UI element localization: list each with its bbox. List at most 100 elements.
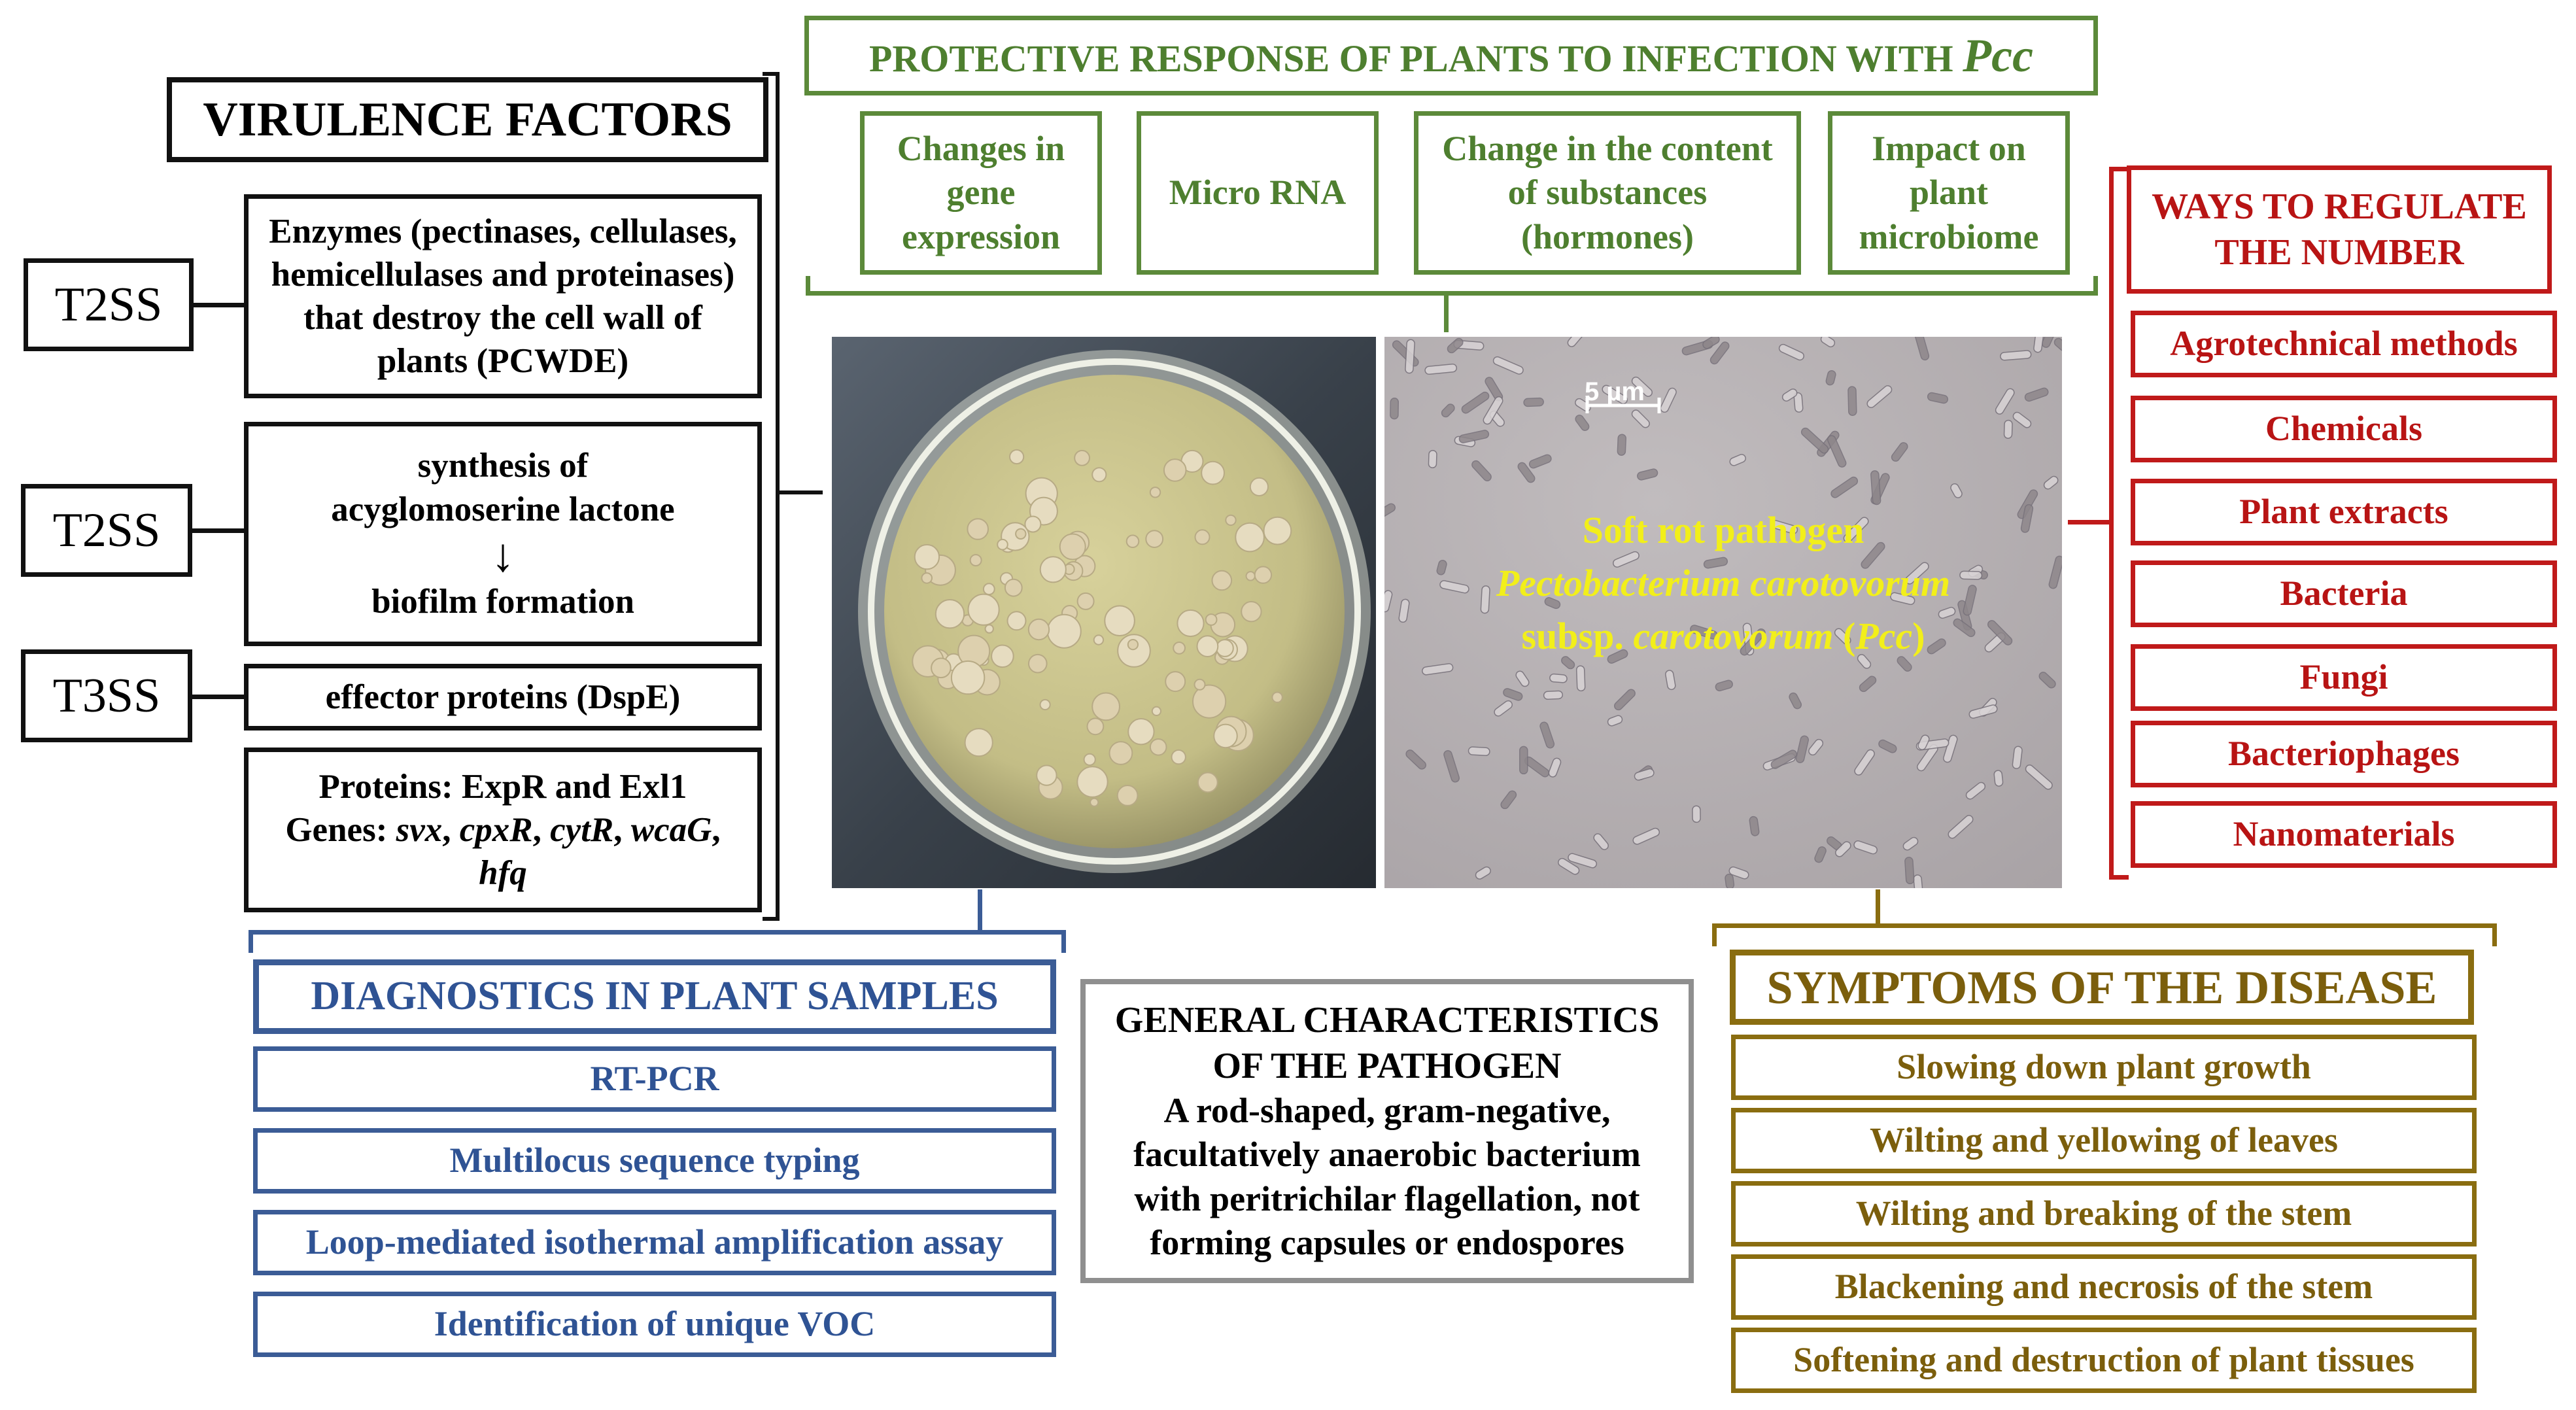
bacterium-rod: [2012, 411, 2032, 428]
connector-t2ss-1: [194, 303, 244, 307]
bacterium-rod: [1847, 386, 1857, 416]
bacterium-rod: [1443, 750, 1460, 783]
virulence-title: VIRULENCE FACTORS: [167, 77, 768, 162]
bacterium-rod: [1827, 435, 1847, 468]
symptoms-item-necrosis: Blackening and necrosis of the stem: [1731, 1254, 2477, 1320]
bacterium-rod: [1637, 468, 1658, 481]
colony: [1213, 723, 1238, 749]
colony: [1254, 566, 1273, 584]
colony: [1241, 601, 1262, 623]
bacterium-rod: [2012, 746, 2023, 769]
colony: [1149, 738, 1167, 756]
bacterium-rod: [1692, 805, 1701, 823]
bacterium-rod: [1890, 592, 1915, 606]
bacterium-rod: [1617, 434, 1626, 456]
bacterium-rod: [1835, 841, 1851, 857]
bacterium-rod: [1549, 673, 1568, 683]
colony: [1039, 556, 1067, 583]
ways-item-plant-extracts: Plant extracts: [2131, 479, 2557, 545]
colony: [1201, 460, 1225, 485]
enzymes-box: Enzymes (pectinases, cellulases, hemicel…: [244, 194, 762, 398]
colony: [1249, 477, 1269, 496]
colony: [1216, 639, 1234, 657]
colony: [1197, 772, 1218, 793]
diagnostics-bracket: [249, 930, 1066, 935]
colony: [1163, 458, 1187, 482]
bacterium-rod: [1607, 715, 1623, 727]
bacterium-rod: [1891, 442, 1908, 462]
virulence-bracket-bottom: [763, 917, 780, 921]
protective-item-micro-rna: Micro RNA: [1137, 111, 1379, 275]
colony: [1225, 514, 1237, 526]
bacterium-rod: [1384, 503, 1396, 519]
colony: [1108, 741, 1133, 765]
colony: [1004, 578, 1023, 597]
bacterium-rod: [1384, 590, 1393, 613]
colony: [969, 554, 982, 567]
bacterium-rod: [1428, 449, 1437, 469]
colony: [1039, 698, 1051, 711]
bacterium-rod: [1422, 663, 1454, 676]
colony: [1127, 718, 1155, 746]
connector-t3ss: [192, 695, 244, 699]
bacterium-rod: [1634, 768, 1655, 781]
bacterium-rod: [1544, 597, 1561, 610]
bacterium-rod: [1568, 853, 1598, 868]
bacterium-rod: [1709, 341, 1730, 365]
bacterium-rod: [2033, 337, 2044, 353]
symptoms-bracket-right: [2492, 923, 2497, 946]
bacterium-rod: [2020, 504, 2034, 533]
bacterium-rod: [1927, 392, 1949, 404]
colony: [1091, 692, 1121, 721]
bacterium-rod: [1405, 339, 1415, 374]
bacterium-rod: [1575, 665, 1586, 692]
colony: [1235, 522, 1265, 553]
bacterium-rod: [1770, 749, 1797, 769]
bacterium-rod: [1543, 690, 1564, 700]
bacterium-rod: [1398, 598, 1410, 623]
bacterium-rod: [1575, 415, 1590, 431]
bacterium-rod: [1390, 398, 1400, 420]
bacterium-rod: [1917, 734, 1930, 750]
colony: [1090, 797, 1099, 807]
bacterium-rod: [1439, 580, 1469, 594]
symptoms-bracket: [1712, 923, 2497, 928]
bacterium-rod: [1859, 676, 1877, 693]
colony: [1091, 467, 1107, 483]
colony: [1165, 671, 1186, 693]
connector-t2ss-2: [192, 528, 244, 533]
symptoms-title: SYMPTOMS OF THE DISEASE: [1730, 950, 2474, 1025]
colony: [1149, 487, 1161, 498]
bacterium-rod: [1808, 738, 1824, 756]
bacterium-rod: [1475, 866, 1491, 880]
symptoms-item-softening: Softening and destruction of plant tissu…: [1731, 1328, 2477, 1393]
bacterium-rod: [1853, 840, 1878, 855]
colony: [1028, 653, 1048, 674]
bacterium-rod: [1948, 815, 1974, 839]
bacterium-rod: [1528, 454, 1552, 469]
regulators-box: Proteins: ExpR and Exl1 Genes: svx, cpxR…: [244, 748, 762, 912]
bacterium-rod: [1567, 337, 1587, 347]
down-arrow-icon: ↓: [491, 528, 515, 581]
diagnostics-title: DIAGNOSTICS IN PLANT SAMPLES: [253, 959, 1056, 1034]
colony: [1196, 635, 1219, 658]
bacterium-rod: [1665, 670, 1676, 691]
virulence-bracket-top: [763, 72, 780, 76]
virulence-bracket-tick: [780, 490, 823, 494]
bacterium-rod: [1614, 689, 1636, 711]
bacterium-rod: [1793, 392, 1804, 413]
colony: [950, 660, 986, 695]
bacterium-rod: [1558, 857, 1580, 875]
bacterium-rod: [1749, 816, 1760, 836]
bacterium-rod: [1612, 551, 1640, 568]
ways-bracket-bottom: [2109, 875, 2129, 880]
bacterium-rod: [1702, 337, 1720, 349]
symptoms-bracket-left: [1712, 923, 1717, 946]
bacterium-rod: [1814, 846, 1827, 863]
colony: [1271, 691, 1283, 703]
bacterium-rod: [1800, 427, 1829, 454]
bacterium-rod: [1405, 749, 1426, 770]
bacterium-rod: [1897, 656, 1912, 672]
bacterium-rod: [1492, 356, 1524, 375]
bacterium-rod: [1728, 866, 1749, 880]
